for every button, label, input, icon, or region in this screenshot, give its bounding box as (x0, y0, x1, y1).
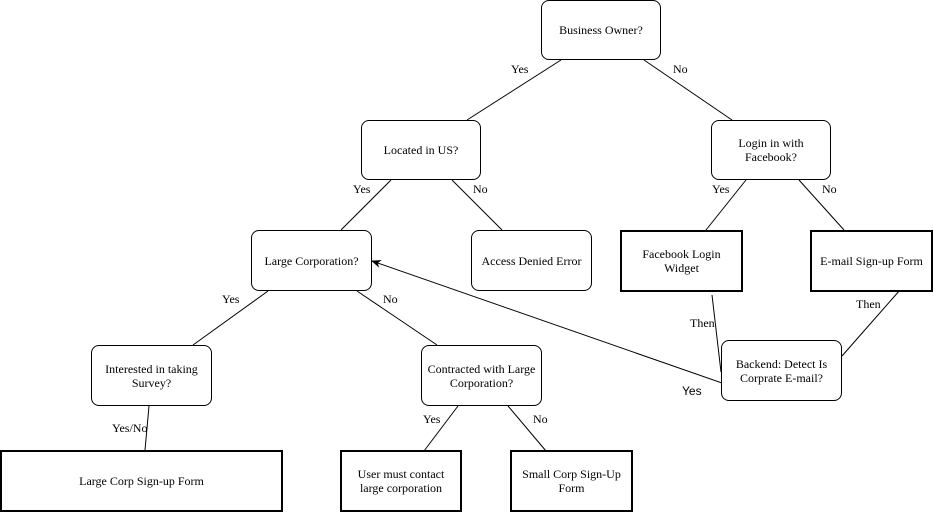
access-denied-text: Access Denied Error (481, 253, 582, 268)
edge-email-to-backend (841, 289, 901, 357)
edge-label-survey-yesno: Yes/No (112, 421, 148, 435)
small-corp-signup-form-text: Small Corp Sign-Up Form (522, 467, 621, 495)
contact-large-corp-text: User must contact large corporation (357, 467, 445, 495)
edge-widget-to-backend (711, 294, 722, 373)
facebook-login-widget-node: Facebook Login Widget (620, 230, 743, 292)
edge-facebook-to-email (798, 179, 845, 231)
large-corp-signup-form-text: Large Corp Sign-up Form (79, 474, 204, 488)
edge-survey-to-form (144, 405, 150, 451)
business-owner-text: Business Owner? (559, 23, 643, 37)
edge-owner-to-facebook (643, 59, 733, 121)
business-owner-node: Business Owner? (541, 0, 661, 60)
interested-survey-node: Interested in taking Survey? (91, 345, 212, 406)
located-in-us-text: Located in US? (383, 143, 459, 157)
small-corp-signup-form-node: Small Corp Sign-Up Form (510, 450, 633, 512)
large-corporation-text: Large Corporation? (264, 253, 359, 268)
edge-label-backend-yes: Yes (682, 384, 702, 398)
edge-contracted-to-contact (423, 405, 459, 452)
login-facebook-text: Login in with Facebook? (738, 136, 804, 164)
edge-label-contracted-no: No (533, 412, 548, 426)
edge-label-largecorp-no: No (383, 292, 398, 306)
edge-largecorp-to-contracted (356, 290, 438, 346)
edge-label-facebook-yes: Yes (712, 182, 730, 196)
contracted-large-node: Contracted with Large Corporation? (421, 345, 542, 406)
backend-detect-text: Backend: Detect Is Corprate E-mail? (735, 356, 828, 385)
contact-large-corp-node: User must contact large corporation (340, 450, 462, 512)
edge-label-email-then: Then (856, 297, 881, 311)
edge-label-contracted-yes: Yes (423, 412, 441, 426)
login-facebook-node: Login in with Facebook? (711, 120, 831, 180)
edge-largecorp-to-survey (192, 290, 269, 346)
edge-backend-to-largecorp (371, 260, 723, 384)
located-in-us-node: Located in US? (361, 120, 481, 180)
edge-label-us-no: No (473, 182, 488, 196)
edge-label-facebook-no: No (822, 182, 837, 196)
edge-us-to-denied (451, 179, 503, 231)
edge-label-owner-yes: Yes (511, 62, 529, 76)
email-signup-form-node: E-mail Sign-up Form (810, 230, 933, 292)
interested-survey-text: Interested in taking Survey? (105, 361, 198, 390)
edge-label-owner-no: No (673, 62, 688, 76)
large-corp-signup-form-node: Large Corp Sign-up Form (0, 450, 283, 512)
edge-label-us-yes: Yes (353, 182, 371, 196)
contracted-large-text: Contracted with Large Corporation? (427, 361, 536, 390)
edge-facebook-to-widget (705, 179, 747, 231)
large-corporation-node: Large Corporation? (251, 230, 372, 291)
edge-contracted-to-small (507, 405, 547, 452)
edge-label-widget-then: Then (690, 316, 715, 330)
edge-owner-to-us (466, 59, 562, 121)
edge-us-to-largecorp (340, 179, 392, 231)
access-denied-node: Access Denied Error (471, 230, 592, 291)
email-signup-form-text: E-mail Sign-up Form (820, 254, 923, 268)
backend-detect-node: Backend: Detect Is Corprate E-mail? (721, 340, 842, 401)
facebook-login-widget-text: Facebook Login Widget (642, 247, 721, 275)
edge-label-largecorp-yes: Yes (222, 292, 240, 306)
